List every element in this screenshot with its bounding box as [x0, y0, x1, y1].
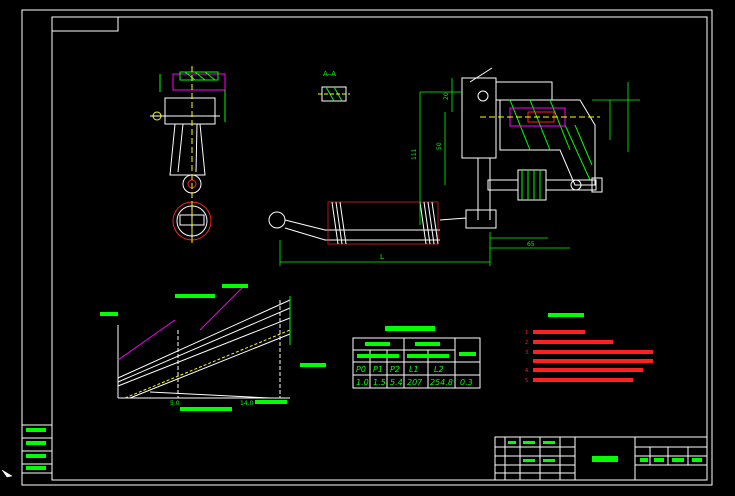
section-label: A–A	[323, 70, 336, 78]
param-value-p2: 5.4	[390, 378, 403, 387]
param-value-l2: 254.8	[430, 378, 453, 387]
side-stamp-text	[26, 428, 46, 470]
dimension-lines	[279, 78, 640, 266]
dimension-111: 111	[411, 148, 418, 160]
characteristic-graph	[117, 284, 291, 399]
param-table	[352, 326, 481, 389]
technical-notes: 1. 2. 3. 4. 5.	[525, 313, 653, 384]
param-value-coef: 0.3	[460, 378, 473, 387]
param-symbol-l1: L1	[409, 365, 419, 374]
param-value-p1: 1.5	[373, 378, 386, 387]
note-5: 5.	[525, 378, 530, 384]
param-symbol-p0: P0	[356, 365, 366, 374]
drawing-frame	[21, 9, 713, 486]
return-spring	[268, 201, 467, 245]
graph-x-tick-14: 14.0	[240, 400, 254, 407]
note-2: 2.	[525, 340, 530, 346]
param-table-values: 1.0 1.5 5.4 207 254.8 0.3	[356, 378, 473, 387]
note-1: 1.	[525, 330, 530, 336]
title-block-text	[508, 441, 702, 462]
param-symbol-p1: P1	[373, 365, 383, 374]
param-table-symbols: P0 P1 P2 L1 L2	[356, 365, 444, 374]
title-block	[494, 436, 708, 481]
graph-annotations	[100, 284, 326, 411]
section-a-a-view	[318, 86, 350, 102]
graph-x-tick-5: 5.0	[170, 400, 180, 407]
param-value-p0: 1.0	[356, 378, 369, 387]
cursor-arrow-icon	[1, 469, 13, 478]
dimension-l: L	[380, 253, 384, 261]
dimension-50: 50	[436, 142, 443, 150]
dimension-20: 20	[443, 92, 450, 100]
param-symbol-l2: L2	[434, 365, 444, 374]
note-4: 4.	[525, 368, 530, 374]
valve-body-view	[461, 67, 603, 229]
note-3: 3.	[525, 350, 530, 356]
dimension-65: 65	[527, 241, 535, 248]
left-side-view	[150, 66, 226, 244]
param-symbol-p2: P2	[390, 365, 400, 374]
param-value-l1: 207	[407, 378, 423, 387]
